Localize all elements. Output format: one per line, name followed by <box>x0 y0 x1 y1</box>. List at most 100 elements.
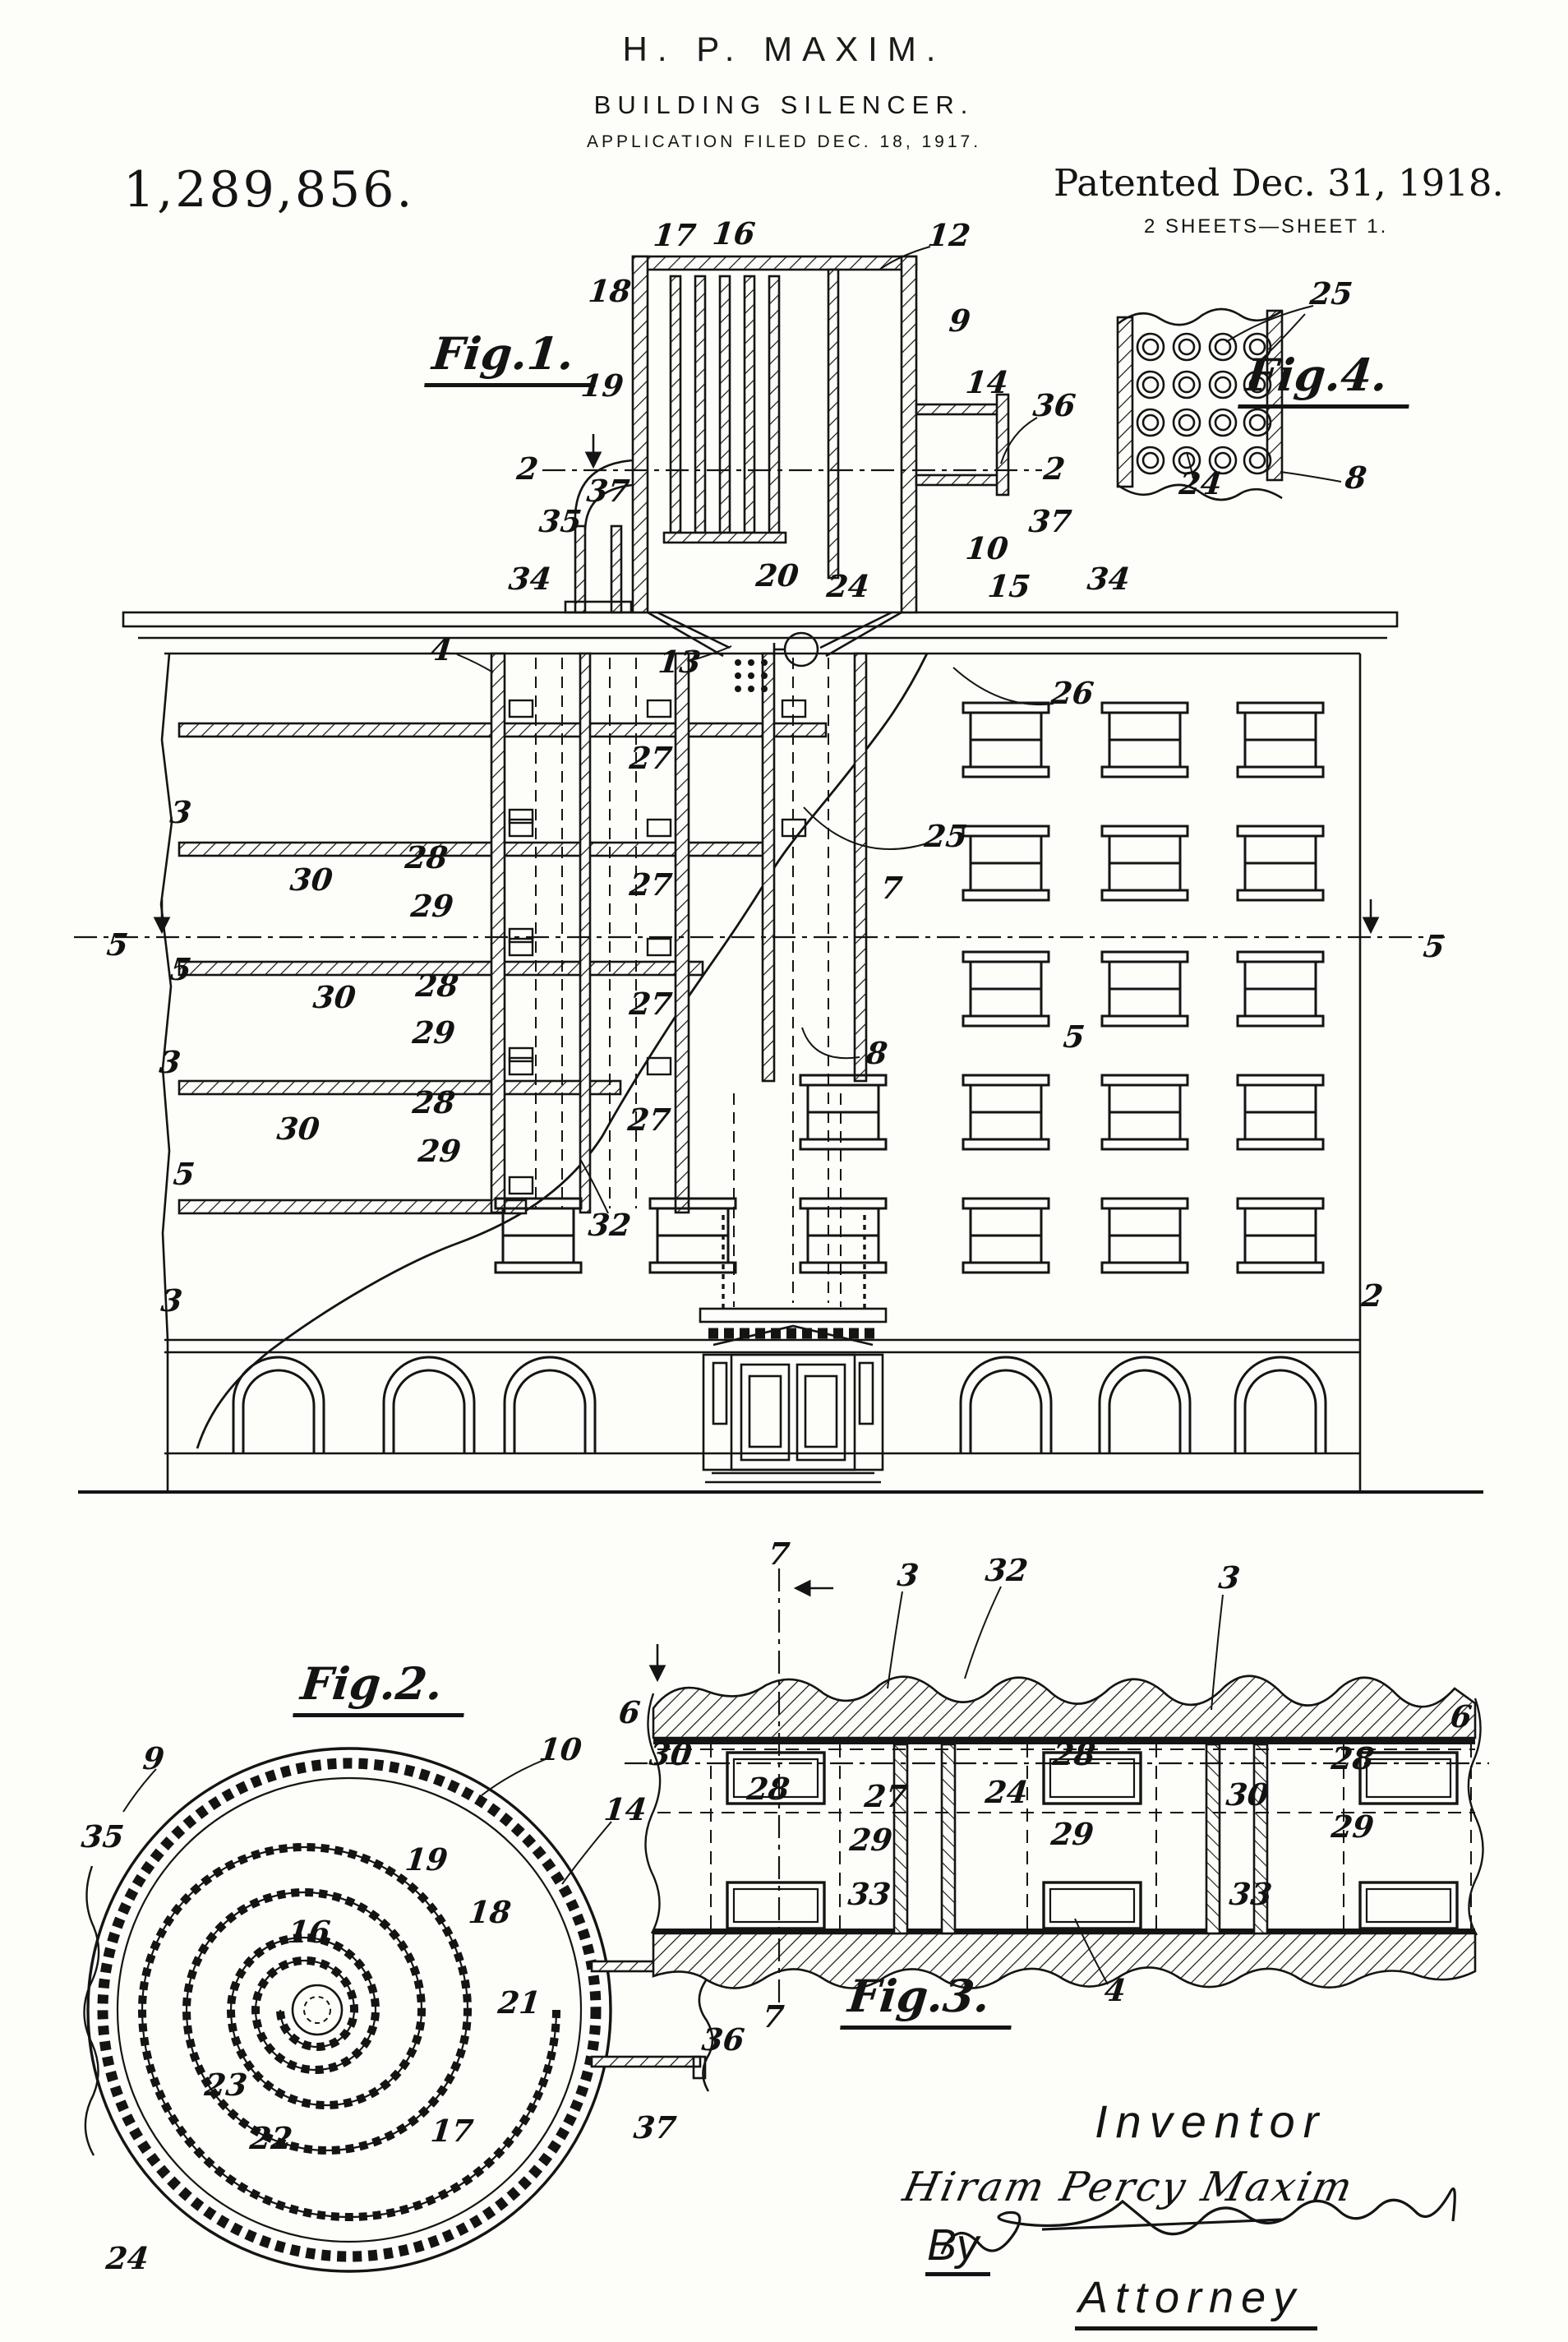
ref-numeral-35: 35 <box>79 1818 127 1855</box>
ref-numeral-27: 27 <box>862 1777 910 1814</box>
ref-numeral-29: 29 <box>410 1014 458 1051</box>
ref-numeral-37: 37 <box>1026 502 1074 539</box>
ref-numeral-4: 4 <box>428 631 454 667</box>
ref-numeral-34: 34 <box>1085 560 1132 597</box>
ref-numeral-30: 30 <box>647 1735 694 1772</box>
ref-numeral-5: 5 <box>168 950 194 987</box>
header-title-line: BUILDING SILENCER. <box>593 90 975 119</box>
ref-numeral-13: 13 <box>656 643 703 680</box>
ref-numeral-5: 5 <box>104 926 131 963</box>
ref-numeral-24: 24 <box>983 1773 1031 1810</box>
ref-numeral-30: 30 <box>288 861 335 898</box>
ref-numeral-27: 27 <box>625 1101 673 1138</box>
header-inventor-line: H. P. MAXIM. <box>622 30 946 68</box>
figure-label-fig3: Fig.3. <box>840 1970 1017 2030</box>
ref-numeral-19: 19 <box>403 1841 450 1878</box>
ref-numeral-29: 29 <box>1049 1815 1096 1852</box>
ref-numeral-24: 24 <box>104 2239 151 2276</box>
ref-numeral-10: 10 <box>537 1730 584 1767</box>
ref-numeral-29: 29 <box>408 887 456 924</box>
ref-numeral-32: 32 <box>983 1551 1031 1588</box>
ref-numeral-3: 3 <box>159 1282 185 1319</box>
ref-numeral-5: 5 <box>171 1155 197 1192</box>
sheet-count-line: 2 SHEETS—SHEET 1. <box>1144 215 1389 238</box>
ref-numeral-30: 30 <box>311 978 358 1015</box>
ref-numeral-16: 16 <box>285 1913 333 1950</box>
ref-numeral-17: 17 <box>428 2112 476 2149</box>
by-label: By <box>925 2220 991 2276</box>
ref-numeral-6: 6 <box>616 1693 643 1730</box>
ref-numeral-7: 7 <box>760 1998 786 2035</box>
ref-numeral-8: 8 <box>1343 459 1369 496</box>
ref-numeral-36: 36 <box>699 2021 747 2058</box>
header-application-line: APPLICATION FILED DEC. 18, 1917. <box>586 132 982 151</box>
ref-numeral-6: 6 <box>1448 1698 1474 1735</box>
ref-numeral-29: 29 <box>1329 1808 1377 1845</box>
ref-numeral-2: 2 <box>1359 1277 1386 1314</box>
ref-numeral-7: 7 <box>879 869 905 906</box>
ref-numeral-18: 18 <box>466 1893 514 1930</box>
ref-numeral-3: 3 <box>895 1556 921 1593</box>
ref-numeral-5: 5 <box>1421 927 1447 964</box>
ref-numeral-28: 28 <box>413 967 461 1004</box>
ref-numeral-14: 14 <box>963 363 1011 400</box>
ref-numeral-18: 18 <box>586 272 634 309</box>
patented-date-line: Patented Dec. 31, 1918. <box>1054 161 1504 205</box>
ref-numeral-3: 3 <box>1216 1559 1243 1596</box>
ref-numeral-17: 17 <box>651 216 699 253</box>
ref-numeral-15: 15 <box>985 567 1033 604</box>
patent-number: 1,289,856. <box>123 161 415 219</box>
ref-numeral-2: 2 <box>1041 450 1068 487</box>
ref-numeral-37: 37 <box>631 2109 679 2146</box>
ref-numeral-28: 28 <box>1329 1739 1377 1776</box>
ref-numeral-10: 10 <box>963 529 1011 566</box>
ref-numeral-27: 27 <box>627 866 675 903</box>
ref-numeral-21: 21 <box>496 1984 543 2021</box>
ref-numeral-27: 27 <box>627 739 675 776</box>
ref-numeral-4: 4 <box>1102 1971 1128 2008</box>
ref-numeral-24: 24 <box>1177 464 1224 501</box>
ref-numeral-30: 30 <box>274 1110 322 1147</box>
ref-numeral-28: 28 <box>1050 1735 1098 1772</box>
attorney-caption: Attorney <box>1075 2272 1318 2330</box>
ref-numeral-9: 9 <box>141 1739 167 1776</box>
ref-numeral-34: 34 <box>506 560 554 597</box>
inventor-caption: Inventor <box>1095 2095 1327 2147</box>
ref-numeral-23: 23 <box>202 2066 250 2103</box>
ref-numeral-8: 8 <box>864 1034 890 1071</box>
figure-label-fig4: Fig.4. <box>1238 349 1415 409</box>
ref-numeral-22: 22 <box>247 2119 295 2156</box>
ref-numeral-35: 35 <box>537 502 584 539</box>
ref-numeral-33: 33 <box>846 1875 893 1912</box>
ref-numeral-37: 37 <box>584 472 632 509</box>
ref-numeral-28: 28 <box>745 1770 792 1807</box>
ref-numeral-28: 28 <box>403 838 450 875</box>
ref-numeral-3: 3 <box>168 793 194 830</box>
inventor-signature: Hiram Percy Maxim <box>898 2164 1359 2210</box>
ref-numeral-28: 28 <box>410 1083 458 1120</box>
figure-label-fig1: Fig.1. <box>424 327 602 387</box>
ref-numeral-2: 2 <box>514 450 541 487</box>
ref-numeral-30: 30 <box>1224 1776 1271 1813</box>
ref-numeral-20: 20 <box>754 557 801 594</box>
ref-numeral-32: 32 <box>586 1206 634 1243</box>
ref-numeral-25: 25 <box>922 817 970 854</box>
ref-numeral-9: 9 <box>947 302 973 339</box>
ref-numeral-36: 36 <box>1031 386 1078 423</box>
ref-numeral-16: 16 <box>710 215 758 252</box>
ref-numeral-29: 29 <box>847 1821 895 1858</box>
ref-numeral-5: 5 <box>1061 1018 1087 1055</box>
ref-numeral-24: 24 <box>824 567 872 604</box>
ref-numeral-26: 26 <box>1049 674 1096 711</box>
ref-numeral-33: 33 <box>1227 1875 1275 1912</box>
ref-numeral-29: 29 <box>416 1132 463 1169</box>
ref-numeral-7: 7 <box>766 1535 792 1572</box>
ref-numeral-3: 3 <box>157 1043 183 1080</box>
ref-numeral-27: 27 <box>627 985 675 1022</box>
ref-numeral-12: 12 <box>925 216 973 253</box>
ref-numeral-19: 19 <box>579 367 626 404</box>
ref-numeral-14: 14 <box>602 1790 649 1827</box>
figure-label-fig2: Fig.2. <box>293 1657 470 1717</box>
